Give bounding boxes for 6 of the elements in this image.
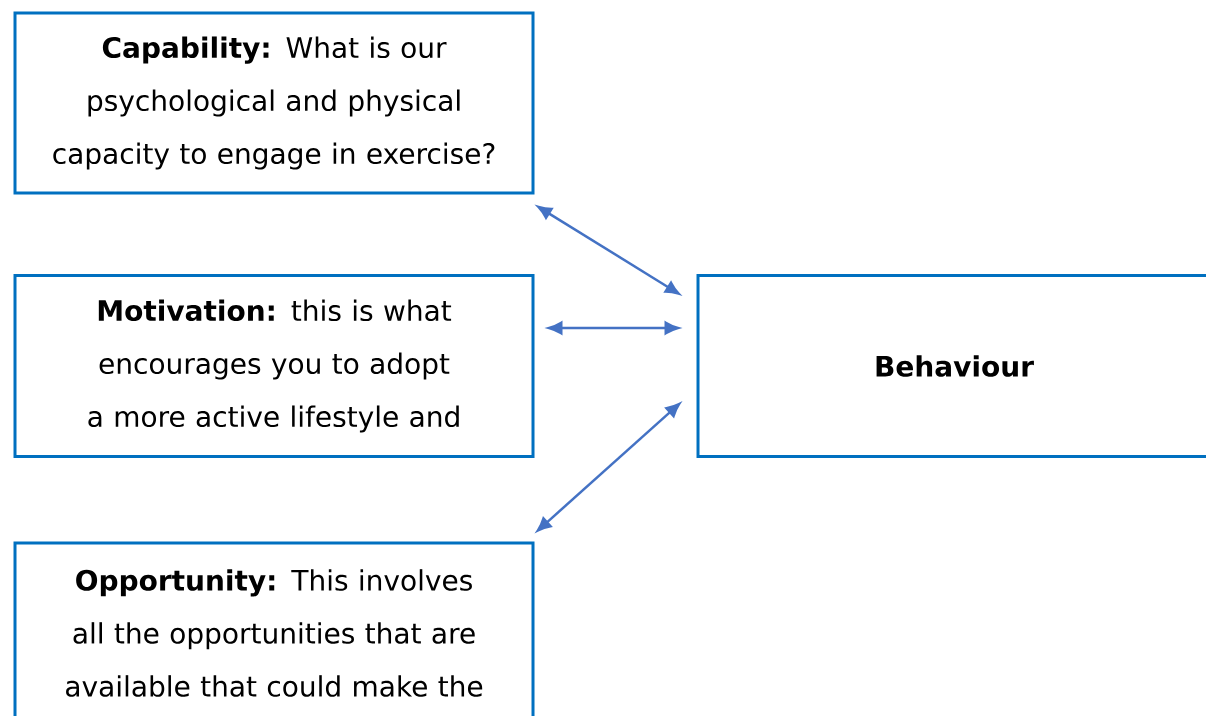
double-arrow: [547, 321, 680, 335]
text-box: Behaviour: [696, 274, 1206, 458]
double-arrow: [536, 402, 681, 532]
text-box: Opportunity: This involves all the opportunities that are available that could make the: [13, 541, 535, 716]
text-box: Motivation: this is what encourages you to adopt a more active lifestyle and: [13, 274, 535, 458]
text-box: Capability: What is our psychological and physical capacity to engage in exercise?: [13, 11, 535, 195]
